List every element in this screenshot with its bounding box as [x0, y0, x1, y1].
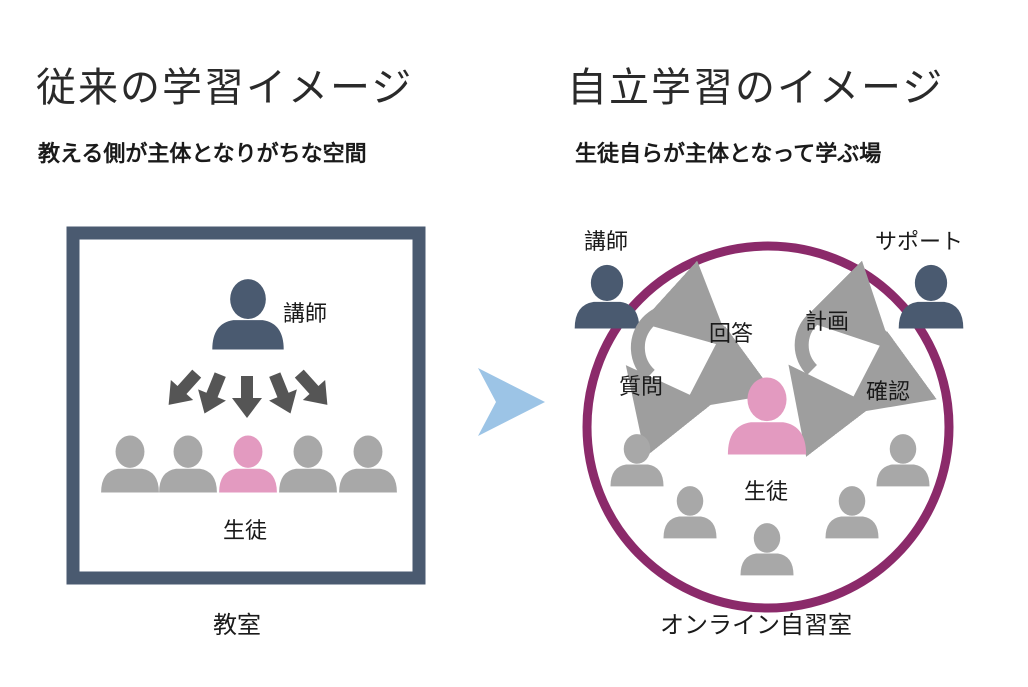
- cycle-arrow-icon: [625, 260, 775, 458]
- right-student-label: 生徒: [744, 480, 789, 505]
- self-student-person-icon: [727, 377, 807, 455]
- student-person-icon: [279, 435, 337, 493]
- right-support-label: サポート: [875, 230, 964, 255]
- student-person-icon: [876, 434, 930, 487]
- self-student-person-icon: [219, 435, 277, 493]
- student-person-icon: [610, 434, 664, 487]
- student-person-icon: [159, 435, 217, 493]
- right-subtitle: 生徒自らが主体となって学ぶ場: [575, 142, 882, 167]
- right-title: 自立学習のイメージ: [567, 65, 945, 111]
- plan-label: 計画: [805, 310, 850, 335]
- left-student-label: 生徒: [223, 519, 268, 544]
- student-person-icon: [663, 486, 717, 539]
- support-person-icon: [898, 264, 964, 329]
- down-arrow-icon: [232, 376, 262, 418]
- online-room-circle: [582, 241, 954, 613]
- down-arrow-icon: [294, 369, 328, 405]
- student-person-icon: [825, 486, 879, 539]
- down-arrow-icons: [168, 369, 328, 418]
- teacher-person-icon: [212, 279, 284, 350]
- classroom-frame: [66, 226, 426, 585]
- student-person-icon: [740, 523, 794, 576]
- question-label: 質問: [619, 375, 664, 400]
- chevron-right-icon: [478, 368, 545, 436]
- left-title: 従来の学習イメージ: [36, 65, 414, 111]
- right-teacher-label: 講師: [584, 230, 629, 255]
- left-teacher-label: 講師: [283, 302, 328, 327]
- confirm-label: 確認: [866, 380, 911, 405]
- cycle-arrow-icon: [788, 260, 937, 457]
- answer-label: 回答: [709, 322, 754, 347]
- teacher-person-icon: [574, 264, 640, 329]
- left-caption: 教室: [213, 611, 261, 639]
- down-arrow-icon: [198, 372, 226, 414]
- down-arrow-icon: [269, 372, 297, 414]
- student-person-icon: [101, 435, 159, 493]
- student-person-icon: [339, 435, 397, 493]
- down-arrow-icon: [168, 369, 202, 405]
- left-subtitle: 教える側が主体となりがちな空間: [38, 142, 367, 167]
- right-caption: オンライン自習室: [660, 611, 852, 639]
